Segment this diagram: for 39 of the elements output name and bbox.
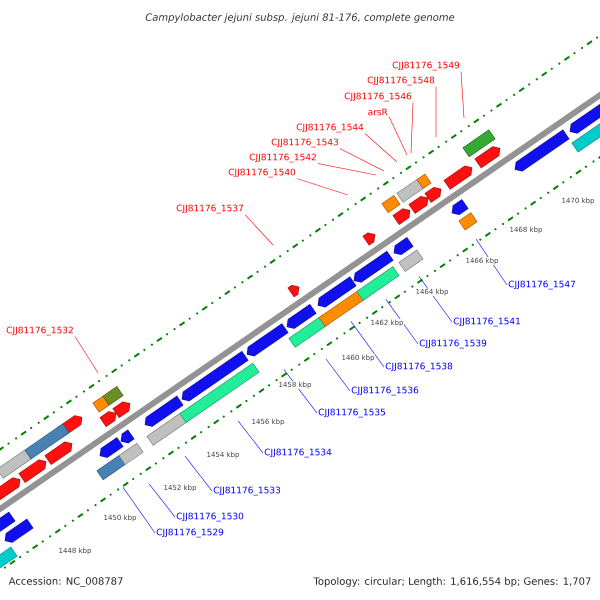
gene-label: CJJ81176_1543 [272, 138, 338, 148]
leader-line [340, 148, 384, 172]
title: Campylobacter jejuni subsp. jejuni 81-176, complete genome [146, 13, 454, 23]
gene-label: CJJ81176_1542 [250, 154, 316, 162]
leader-line [386, 299, 418, 344]
leader-line [350, 321, 384, 368]
gene-label: CJJ81176_1530 [176, 512, 244, 522]
leader-line [460, 71, 464, 118]
gene-label: CJJ81176_1549 [392, 62, 460, 70]
gene-label: CJJ81176_1529 [156, 528, 224, 538]
gene-label: CJJ81176_1535 [318, 408, 386, 418]
leader-line [148, 484, 176, 518]
leader-line [244, 214, 274, 246]
gene-label: CJJ81176_1546 [344, 92, 412, 102]
gene-label: CJJ81176_1536 [352, 386, 418, 396]
footer-text: Topology: circular; Length: 1,616,554 bp; Genes: 1,707 [312, 576, 592, 588]
leader-line [326, 358, 350, 392]
gene-label: CJJ81176_1547 [508, 280, 576, 290]
leader-line [184, 456, 212, 492]
gene-label: CJJ81176_1538 [386, 362, 452, 372]
gene-label: CJJ81176_1539 [420, 340, 486, 348]
gene-label: CJJ81176_1533 [214, 486, 280, 496]
leader-line [238, 420, 264, 454]
leader-line [410, 102, 414, 154]
leader-line [364, 133, 398, 162]
gene-label: CJJ81176_1541 [454, 318, 520, 326]
footer-text: Accession: NC_008787 [8, 576, 124, 588]
gene-label: CJJ81176_1537 [176, 204, 244, 214]
gene-label: CJJ81176_1534 [264, 448, 332, 458]
leader-line [388, 116, 408, 156]
leader-line [296, 178, 348, 196]
leader-line [318, 163, 376, 176]
gene-label: CJJ81176_1540 [228, 168, 296, 178]
gene-label: CJJ81176_1532 [6, 326, 73, 336]
gene-label: CJJ81176_1548 [368, 76, 434, 86]
gene-label: CJJ81176_1544 [296, 124, 364, 132]
leader-line [122, 487, 156, 534]
leader-line [74, 336, 98, 374]
gene-label: arsR [368, 108, 388, 116]
